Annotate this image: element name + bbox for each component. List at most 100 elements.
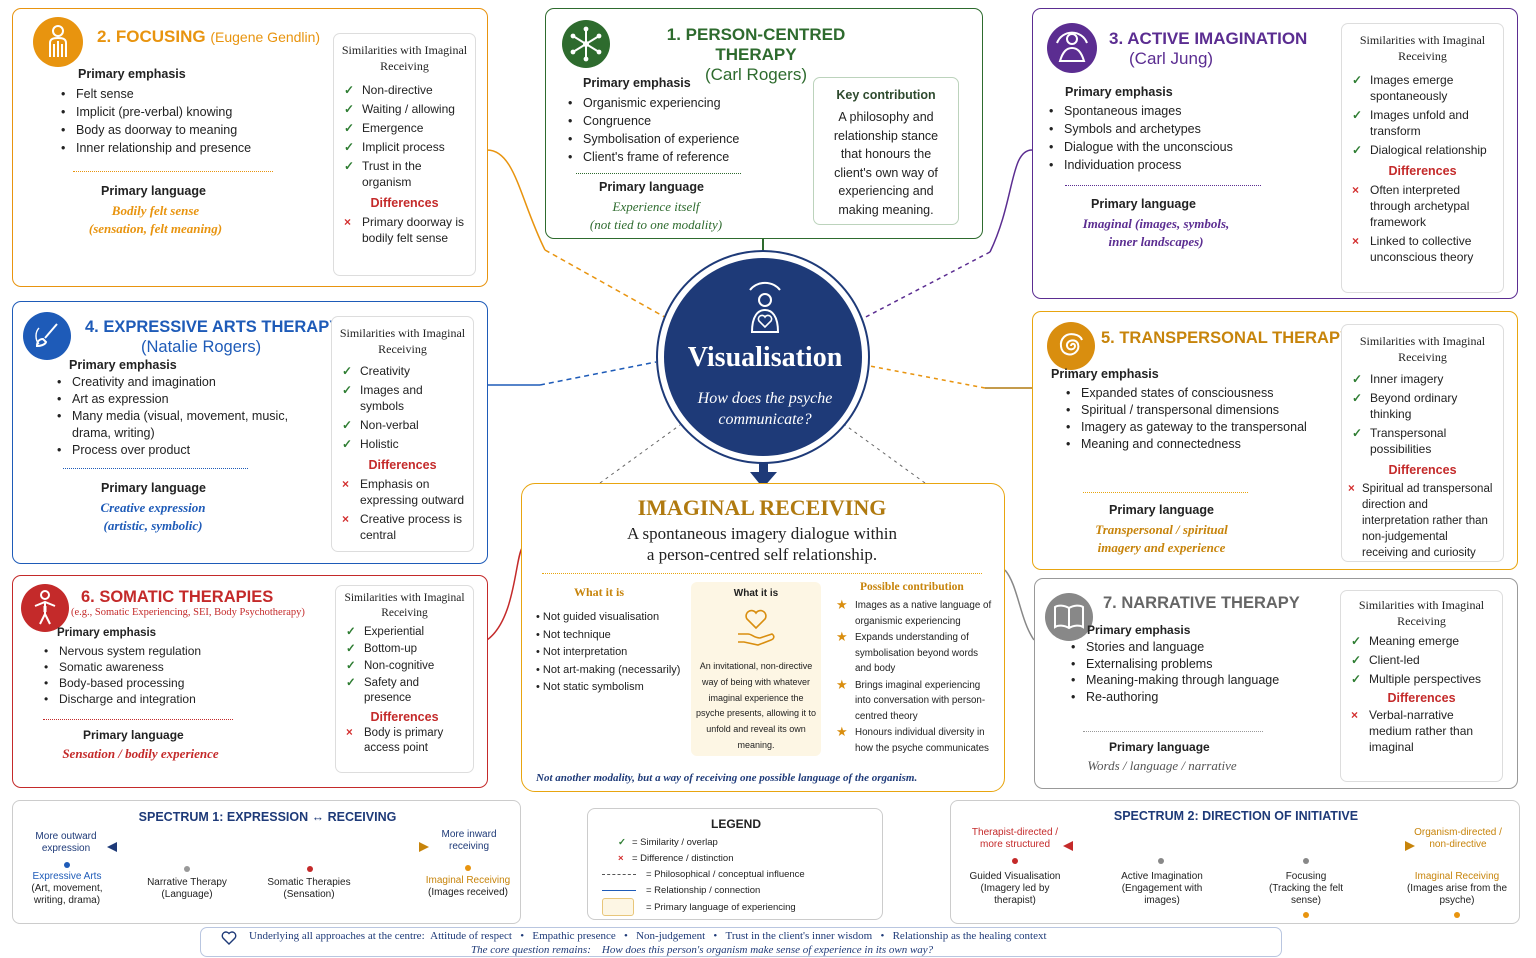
- spectrum-point: Narrative Therapy(Language): [147, 877, 227, 900]
- differences-list: ×Emphasis on expressing outward ×Creativ…: [332, 476, 473, 543]
- list-item: Client's frame of reference: [568, 148, 798, 166]
- emphasis-list: Stories and language Externalising probl…: [1071, 639, 1286, 705]
- not-list: • Not guided visualisation • Not techniq…: [536, 609, 680, 697]
- similarity-item: ✓Experiential: [346, 626, 425, 638]
- list-item: Re-authoring: [1071, 689, 1286, 706]
- difference-item: ×Emphasis on expressing outward: [342, 477, 465, 507]
- primary-emphasis-heading: Primary emphasis: [57, 627, 157, 639]
- spectrum-title: SPECTRUM 1: EXPRESSION ↔ RECEIVING: [138, 810, 397, 824]
- card-title: 3. ACTIVE IMAGINATION: [1109, 29, 1308, 48]
- check-icon: ✓: [344, 121, 355, 135]
- similarity-item: ✓Safety and presence: [346, 677, 419, 704]
- cross-icon: ×: [344, 215, 352, 229]
- spectrum-point: Focusing(Tracking the felt sense): [1268, 871, 1344, 906]
- check-icon: ✓: [344, 83, 355, 97]
- similarity-item: ✓Holistic: [342, 437, 399, 451]
- difference-item: ×Spiritual ad transpersonal direction an…: [1348, 483, 1493, 559]
- divider: [576, 173, 741, 174]
- check-icon: ✓: [342, 364, 353, 378]
- book-icon: [1045, 593, 1093, 641]
- not-item: • Not guided visualisation: [536, 611, 660, 623]
- divider: [63, 468, 248, 469]
- similarities-heading: Similarities with Imaginal Receiving: [1358, 598, 1485, 628]
- primary-language: Experience itself (not tied to one modal…: [556, 198, 756, 234]
- cross-icon: ×: [1348, 483, 1355, 495]
- list-item: Art as expression: [57, 391, 307, 408]
- emphasis-list: Expanded states of consciousness Spiritu…: [1066, 385, 1311, 453]
- emphasis-list: Organismic experiencing Congruence Symbo…: [568, 94, 798, 166]
- spectrum-dot: [64, 862, 70, 868]
- primary-emphasis-heading: Primary emphasis: [1087, 623, 1191, 637]
- divider: [1083, 731, 1263, 732]
- similarity-item: ✓Bottom-up: [346, 643, 418, 655]
- similarity-item: ✓Non-verbal: [342, 418, 419, 432]
- not-item: • Not art-making (necessarily): [536, 663, 681, 676]
- check-icon: ✓: [1351, 653, 1362, 667]
- list-item: Many media (visual, movement, music, dra…: [57, 408, 307, 442]
- card-narrative: 7. NARRATIVE THERAPY Primary emphasis St…: [1034, 578, 1518, 789]
- spectrum-point: Guided Visualisation(Imagery led by ther…: [969, 871, 1061, 906]
- primary-language: Transpersonal / spiritual imagery and ex…: [1059, 521, 1264, 557]
- check-icon: ✓: [618, 837, 626, 848]
- spectrum-right-label: More inward receiving: [441, 829, 497, 852]
- spectrum-dot: [1303, 858, 1309, 864]
- list-item: Dialogue with the unconscious: [1049, 138, 1309, 156]
- language-line: imagery and experience: [1097, 540, 1226, 555]
- similarity-item: ✓Beyond ordinary thinking: [1352, 391, 1458, 421]
- primary-language-heading: Primary language: [83, 728, 184, 742]
- card-subtitle: (Eugene Gendlin): [210, 29, 321, 45]
- legend-title: LEGEND: [710, 817, 761, 831]
- star-icon: ★: [836, 676, 848, 692]
- cross-icon: ×: [342, 477, 350, 491]
- similarities-heading: Similarities with Imaginal Receiving: [344, 592, 465, 619]
- language-line: Imaginal (images, symbols,: [1082, 216, 1230, 231]
- check-icon: ✓: [342, 383, 353, 397]
- list-item: Somatic awareness: [44, 659, 274, 675]
- paintbrush-icon: [23, 312, 71, 360]
- primary-language-heading: Primary language: [599, 180, 704, 194]
- snowflake-icon: [562, 20, 610, 68]
- check-icon: ✓: [1352, 372, 1363, 386]
- list-item: Creativity and imagination: [57, 374, 307, 391]
- card-imaginal-receiving: IMAGINAL RECEIVING A spontaneous imagery…: [521, 483, 1005, 792]
- list-item: Symbolisation of experience: [568, 130, 798, 148]
- difference-item: ×Verbal-narrative medium rather than ima…: [1351, 708, 1474, 754]
- check-icon: ✓: [1352, 391, 1363, 405]
- similarities-panel: Similarities with Imaginal Receiving ✓Ex…: [335, 585, 474, 773]
- differences-list: ×Verbal-narrative medium rather than ima…: [1341, 707, 1502, 755]
- similarity-item: ✓Client-led: [1351, 653, 1420, 667]
- similarity-item: ✓Dialogical relationship: [1352, 143, 1487, 157]
- similarity-item: ✓Images emerge spontaneously: [1352, 73, 1454, 103]
- check-icon: ✓: [346, 643, 356, 655]
- divider: [1083, 492, 1248, 493]
- similarities-list: ✓Meaning emerge ✓Client-led ✓Multiple pe…: [1341, 633, 1502, 687]
- difference-item: ×Primary doorway is bodily felt sense: [344, 215, 465, 245]
- legend: LEGEND ✓= Similarity / overlap ×= Differ…: [587, 808, 883, 920]
- differences-heading: Differences: [368, 458, 437, 472]
- check-icon: ✓: [342, 437, 353, 451]
- key-contribution-heading: Key contribution: [836, 88, 936, 102]
- spectrum-left-label: More outward expression: [35, 831, 97, 854]
- card-title: 6. SOMATIC THERAPIES: [81, 588, 274, 606]
- primary-language-heading: Primary language: [101, 481, 206, 495]
- language-line: (artistic, symbolic): [103, 518, 203, 533]
- similarities-panel: Similarities with Imaginal Receiving ✓No…: [333, 33, 476, 276]
- divider: [1065, 185, 1261, 186]
- list-item: Stories and language: [1071, 639, 1286, 656]
- similarities-panel: Similarities with Imaginal Receiving ✓Cr…: [331, 316, 474, 552]
- similarity-item: ✓Inner imagery: [1352, 372, 1444, 386]
- spectrum-arrow: [1063, 841, 1415, 851]
- spectrum-right-label: Organism-directed / non-directive: [1414, 827, 1502, 850]
- similarity-item: ✓Images and symbols: [342, 383, 423, 413]
- list-item: Organismic experiencing: [568, 94, 798, 112]
- list-item: Spiritual / transpersonal dimensions: [1066, 402, 1311, 419]
- core-question: The core question remains: How does this…: [471, 944, 934, 956]
- similarity-item: ✓Implicit process: [344, 140, 445, 154]
- list-item: Meaning-making through language: [1071, 672, 1286, 689]
- primary-emphasis-heading: Primary emphasis: [1051, 367, 1159, 381]
- center-question: How does the psyche communicate?: [697, 390, 833, 428]
- card-subtitle: A spontaneous imagery dialogue within a …: [522, 523, 1002, 565]
- primary-language-heading: Primary language: [101, 184, 206, 198]
- star-icon: ★: [836, 597, 848, 612]
